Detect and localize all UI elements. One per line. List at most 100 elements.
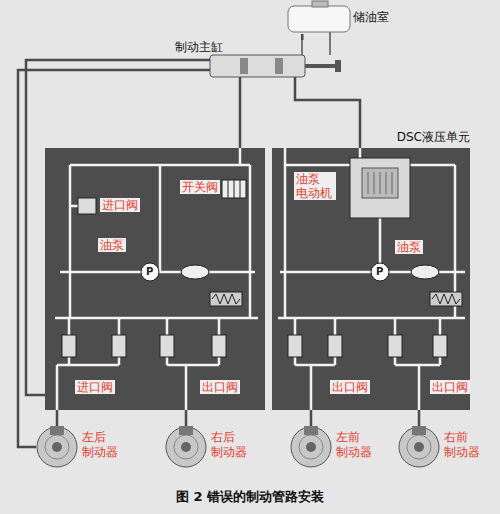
dsc-hydraulic-unit: DSC液压单元 (45, 148, 470, 410)
pipe (159, 165, 162, 272)
brake-pipe (310, 420, 313, 427)
brake-pipe (239, 80, 242, 148)
piston (240, 58, 248, 74)
pipe (410, 164, 455, 167)
pump-mark: P (376, 266, 383, 278)
brake-disc (166, 427, 206, 467)
damper-symbol (411, 265, 439, 279)
part-name: 出口阀 (330, 380, 370, 394)
damper-symbol (181, 265, 209, 279)
part-name: 进口阀 (75, 380, 115, 394)
brake-hub (414, 442, 424, 452)
text-holder: 油泵 电动机 (294, 172, 336, 200)
text-holder: 制动主缸 (175, 40, 223, 54)
node-label: 左前 制动器 (336, 430, 374, 460)
brake-pipe (295, 77, 360, 148)
node-label: 左后 制动器 (82, 430, 120, 460)
text-holder: 开关阀 (180, 180, 220, 194)
text-holder: 进口阀 (100, 198, 140, 212)
brake-disc-ring (45, 435, 69, 459)
valve-symbol (222, 180, 246, 198)
brake-caliper-symbol (304, 426, 318, 435)
push-rod (305, 64, 335, 68)
internal-pipes (55, 148, 465, 410)
brake-pipe (175, 69, 210, 72)
pipe (70, 205, 78, 208)
part-name: 油泵 (98, 238, 126, 252)
brake-hub (306, 442, 316, 452)
text-holder: 左后 制动器 (82, 430, 120, 460)
pipe (359, 148, 362, 158)
text-holder: 出口阀 (200, 380, 240, 394)
text-holder: 出口阀 (430, 380, 470, 394)
node-label: 右后 制动器 (211, 430, 249, 460)
pipe (239, 148, 242, 165)
text-holder: 图 2 错误的制动管路安装 (0, 486, 500, 505)
reservoir-tank: 储油室 (285, 2, 400, 34)
pipe (295, 357, 335, 410)
cylinder-body (210, 55, 305, 77)
brake-caliper-symbol (412, 426, 426, 435)
brake-pipe (26, 60, 210, 395)
valve-symbol (288, 335, 302, 357)
brake-pipe (418, 410, 421, 420)
brake-disc (399, 427, 439, 467)
brake-pipe (56, 420, 59, 427)
brake-pipe (301, 34, 304, 40)
pipe (57, 357, 119, 410)
pipe (285, 164, 350, 167)
text-holder: DSC液压单元 (397, 130, 470, 144)
pipe (69, 165, 72, 318)
reservoir-cap (312, 1, 328, 7)
text-holder: P (376, 266, 383, 278)
spring-symbol (212, 294, 240, 304)
text-holder: 右前 制动器 (444, 430, 482, 460)
accumulator-symbol (210, 292, 242, 306)
valve-symbol (160, 335, 174, 357)
figure-caption: 图 2 错误的制动管路安装 (176, 489, 324, 505)
valve-stripes (228, 180, 240, 198)
brake-disc-ring (299, 435, 323, 459)
brake-pipe (185, 410, 188, 420)
brake-hub (181, 442, 191, 452)
part-name: 油泵 电动机 (294, 172, 336, 200)
text-holder: P (146, 266, 153, 278)
node-label: 右前 制动器 (444, 430, 482, 460)
brake-disc-ring (174, 435, 198, 459)
brake-pipe (239, 77, 242, 80)
text-holder: 储油室 (353, 10, 389, 24)
brake-caliper: 左后 制动器 (36, 420, 136, 474)
caliper-pipes (57, 420, 419, 427)
part-name: 开关阀 (180, 180, 220, 194)
accumulator-symbol (430, 292, 462, 306)
motor-coil (368, 172, 392, 194)
piston (275, 58, 283, 74)
brake-disc (291, 427, 331, 467)
pump-symbol (141, 263, 159, 281)
text-holder: 油泵 (395, 240, 423, 254)
valve-symbol (78, 198, 96, 214)
brake-caliper-symbol (179, 426, 193, 435)
text-holder: 进口阀 (75, 380, 115, 394)
motor-core (362, 168, 398, 198)
valve-symbol (62, 335, 76, 357)
brake-pipe (56, 410, 59, 420)
pipe (69, 318, 219, 335)
push-rod-end (335, 60, 341, 72)
valve-symbol (212, 335, 226, 357)
brake-caliper: 右后 制动器 (165, 420, 265, 474)
text-holder: 油泵 (98, 238, 126, 252)
brake-discs (37, 426, 439, 467)
pump-symbol (371, 263, 389, 281)
brake-hub (52, 442, 62, 452)
valve-block (272, 148, 470, 410)
motor-symbol (350, 158, 410, 218)
external-pipes (26, 60, 360, 395)
brake-disc-ring (407, 435, 431, 459)
brake-pipe (310, 410, 313, 420)
node-label: 制动主缸 (175, 40, 223, 54)
